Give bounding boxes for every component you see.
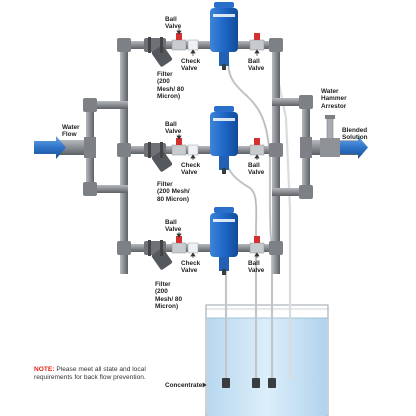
blended-solution-arrow xyxy=(340,136,368,159)
foot-valve xyxy=(222,378,276,388)
check-valve xyxy=(187,39,199,51)
y-strainer-filter xyxy=(144,142,173,172)
dosing-branch-middle xyxy=(144,106,265,174)
check-valve xyxy=(187,144,199,156)
ball-valve-right[interactable] xyxy=(249,33,265,51)
ball-valve-label: Ball Valve xyxy=(165,121,182,136)
ball-valve-label: Ball Valve xyxy=(165,219,182,234)
ball-valve[interactable] xyxy=(171,33,187,51)
ball-valve[interactable] xyxy=(171,138,187,156)
filter-label: Filter (200 Mesh/ 80 Micron) xyxy=(157,71,184,101)
check-valve-label: Check Valve xyxy=(181,162,201,177)
note-text: Please meet all state and local requirem… xyxy=(34,366,146,382)
blended-solution-label: Blended Solution xyxy=(342,127,368,142)
check-valve-label: Check Valve xyxy=(181,58,201,73)
note-prefix: NOTE: xyxy=(34,366,55,373)
ball-valve-label: Ball Valve xyxy=(165,16,182,31)
ball-valve-right[interactable] xyxy=(249,138,265,156)
ball-valve-label: Ball Valve xyxy=(248,58,265,73)
dosing-pump xyxy=(210,106,238,174)
dosing-pump xyxy=(210,2,238,70)
ball-valve[interactable] xyxy=(171,236,187,254)
y-strainer-filter xyxy=(144,240,173,270)
dosing-branch-bottom xyxy=(144,207,265,275)
concentrate-tank xyxy=(205,304,329,416)
ball-valve-right[interactable] xyxy=(249,236,265,254)
check-valve xyxy=(187,242,199,254)
ball-valve-label: Ball Valve xyxy=(248,260,265,275)
water-flow-label: Water Flow xyxy=(62,124,80,139)
backflow-note: NOTE: Please meet all state and local re… xyxy=(34,366,164,383)
concentrate-label: Concentrate xyxy=(165,382,203,389)
pipe-network xyxy=(58,38,362,274)
check-valve-label: Check Valve xyxy=(181,260,201,275)
filter-label: Filter (200 Mesh/ 80 Micron) xyxy=(155,281,182,311)
filter-label: Filter (200 Mesh/ 80 Micron) xyxy=(157,181,190,203)
water-hammer-arrestor-label: Water Hammer Arrestor xyxy=(321,88,347,110)
water-flow-arrow xyxy=(34,136,66,159)
dosing-pump xyxy=(210,207,238,275)
dosing-branch-top xyxy=(144,2,265,70)
y-strainer-filter xyxy=(144,37,173,67)
leader-lines xyxy=(176,28,260,388)
ball-valve-label: Ball Valve xyxy=(248,162,265,177)
